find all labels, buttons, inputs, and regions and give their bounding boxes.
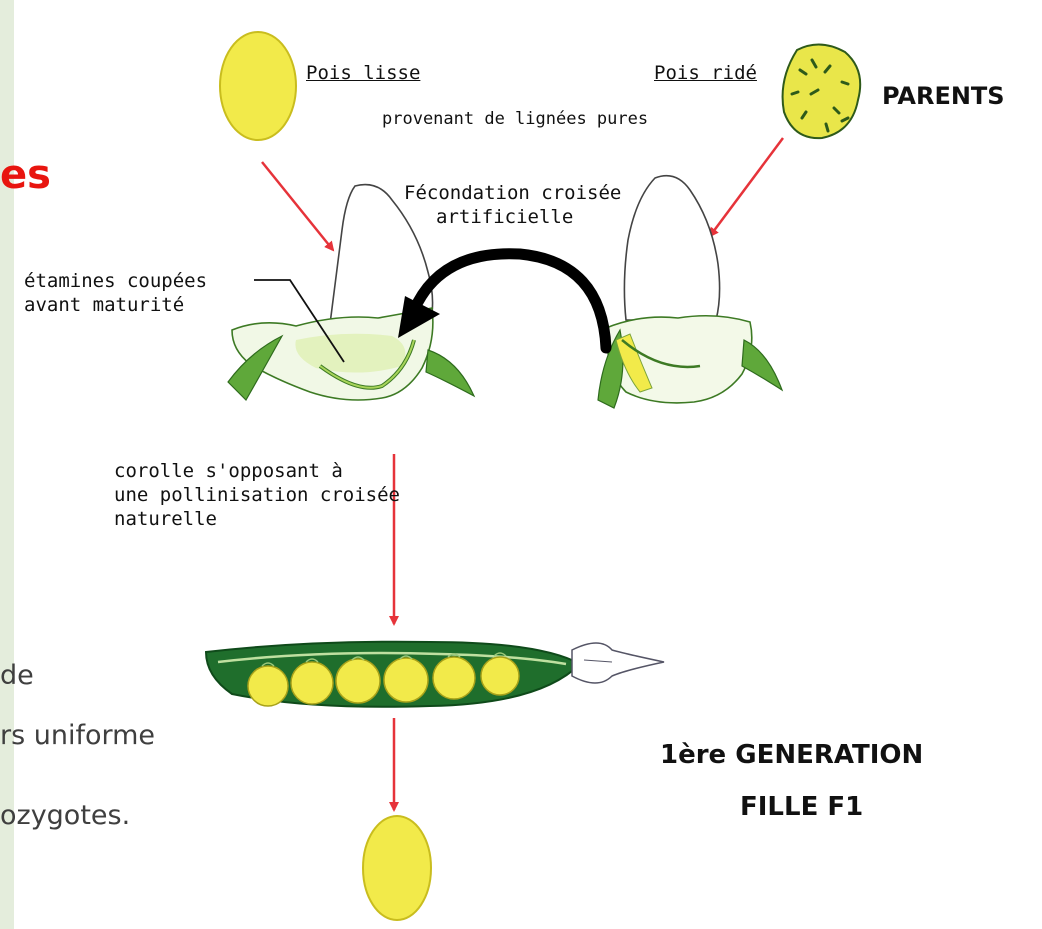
label-etamines-2: avant maturité bbox=[24, 294, 184, 317]
arrow-lisse-to-flower bbox=[262, 162, 333, 250]
right-flower bbox=[598, 176, 782, 408]
label-generation-1: 1ère GENERATION bbox=[660, 740, 923, 770]
label-corolle-2: une pollinisation croisée bbox=[114, 484, 400, 507]
label-fecondation-1: Fécondation croisée bbox=[404, 182, 621, 205]
label-corolle-1: corolle s'opposant à bbox=[114, 460, 343, 483]
label-generation-2: FILLE F1 bbox=[740, 792, 863, 822]
smooth-pea-seed bbox=[220, 32, 296, 140]
label-provenant: provenant de lignées pures bbox=[382, 108, 648, 131]
label-fecondation-2: artificielle bbox=[436, 206, 573, 229]
label-parents: PARENTS bbox=[882, 82, 1005, 110]
fecondation-arrow bbox=[418, 254, 606, 348]
pea-pod bbox=[206, 642, 664, 707]
label-pois-lisse: Pois lisse bbox=[306, 62, 420, 85]
arrow-ride-to-flower bbox=[710, 138, 783, 236]
label-pois-ride: Pois ridé bbox=[654, 62, 757, 85]
wrinkled-pea-seed bbox=[783, 44, 861, 138]
label-corolle-3: naturelle bbox=[114, 508, 217, 531]
label-etamines-1: étamines coupées bbox=[24, 270, 207, 293]
f1-smooth-seed bbox=[363, 816, 431, 920]
